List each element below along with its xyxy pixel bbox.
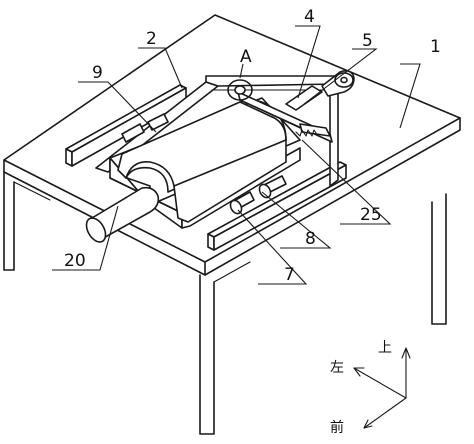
front-arrowhead — [363, 419, 373, 429]
cradle-9 — [117, 99, 287, 223]
leg-front — [199, 274, 215, 435]
leg-back-left — [3, 171, 15, 271]
pin-back-2 — [147, 113, 169, 131]
leader-25 — [301, 139, 392, 225]
front-axis — [363, 397, 407, 429]
leader-20 — [52, 205, 119, 271]
bracket-5 — [285, 70, 355, 111]
arm-slot — [299, 123, 331, 137]
rail-left-end — [65, 148, 73, 167]
leader-1 — [399, 63, 421, 129]
callout-20: 20 — [64, 251, 86, 271]
spring-coil — [295, 129, 319, 137]
direction-indicator: 上 左 前 — [330, 340, 411, 436]
callout-2: 2 — [146, 29, 157, 49]
cradle-arch-front — [125, 161, 175, 187]
spring-25 — [295, 129, 319, 137]
leader-a — [239, 63, 244, 79]
callout-1: 1 — [430, 37, 441, 57]
callout-4: 4 — [304, 7, 315, 27]
detail-a-pivot — [234, 85, 246, 95]
shaft-body — [91, 186, 160, 241]
cradle-body — [117, 101, 287, 193]
callout-8: 8 — [305, 229, 316, 249]
leg-right — [431, 193, 447, 325]
arm-lower — [239, 99, 301, 129]
callout-a: A — [240, 47, 252, 67]
rail-right-end — [207, 233, 215, 251]
direction-front-label: 前 — [330, 419, 344, 436]
table-legs — [3, 171, 447, 435]
pulley-inner — [340, 76, 348, 84]
leader-8 — [261, 191, 332, 249]
pin-back-1 — [121, 123, 145, 143]
callout-7: 7 — [284, 265, 295, 285]
callout-25: 25 — [360, 205, 382, 225]
leg-brace-left — [13, 181, 51, 201]
detail-a — [227, 79, 253, 101]
shaft-20 — [85, 186, 160, 243]
left-arrowhead — [353, 367, 365, 377]
leader-7 — [237, 209, 308, 285]
shaft-end — [85, 217, 107, 243]
frame-2 — [95, 75, 339, 187]
bracket-body — [285, 85, 323, 111]
callout-5: 5 — [362, 31, 373, 51]
up-arrowhead — [401, 347, 411, 359]
direction-left-label: 左 — [330, 360, 344, 376]
cradle-side — [173, 139, 287, 223]
arm-4 — [237, 91, 333, 143]
leader-2 — [138, 47, 183, 89]
leader-9 — [78, 81, 157, 133]
leg-brace-front — [213, 261, 251, 283]
leader-5 — [303, 48, 378, 105]
direction-up-label: 上 — [378, 340, 392, 356]
left-axis — [353, 367, 407, 399]
leader-4 — [295, 25, 321, 99]
callout-9: 9 — [92, 63, 103, 83]
frame-back-arm — [205, 75, 337, 87]
detail-a-circle — [227, 79, 253, 101]
leader-lines — [52, 25, 421, 285]
callouts: 1 2 4 5 A 9 25 8 7 20 — [64, 7, 441, 285]
